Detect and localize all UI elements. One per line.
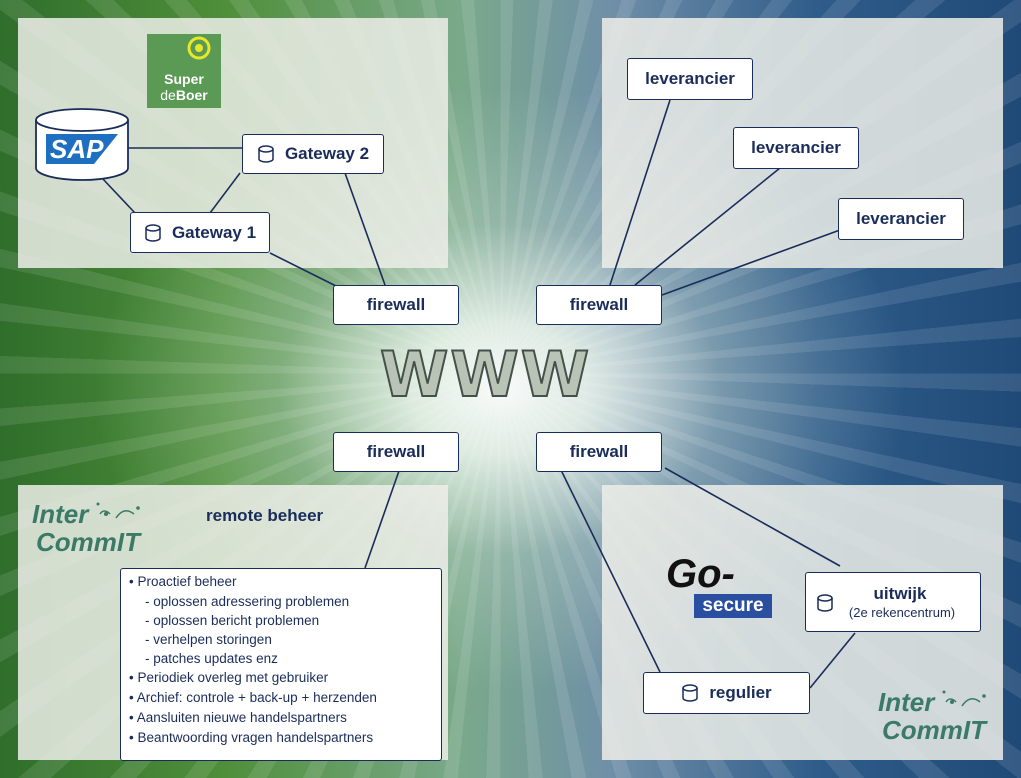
uitwijk-label: uitwijk [873,584,927,603]
intercommit-line1: Inter [878,687,935,717]
regulier-node[interactable]: regulier [643,672,810,714]
gateway1-node[interactable]: Gateway 1 [130,212,270,253]
gosecure-logo: Go- secure [666,554,774,620]
list-item: • Beantwoording vragen handelspartners [129,730,374,745]
leverancier-node-1[interactable]: leverancier [627,58,753,100]
database-icon [817,594,833,612]
leverancier-node-2[interactable]: leverancier [733,127,859,169]
line-firewall-leverancier3 [661,229,841,296]
list-item: - oplossen adressering problemen [145,594,350,609]
sap-logo-text: SAP [50,134,104,164]
firewall-top-left[interactable]: firewall [333,285,459,325]
superdeboer-line1: Super [164,71,204,87]
line-gateway2-gateway1 [209,172,241,214]
list-item: • Periodiek overleg met gebruiker [129,670,329,685]
gateway2-label: Gateway 2 [284,144,370,163]
regulier-label: regulier [709,683,772,702]
firewall-bottom-right[interactable]: firewall [536,432,662,472]
gateway2-node[interactable]: Gateway 2 [242,134,384,174]
signal-icon [942,690,986,707]
line-gateway2-firewall [344,172,386,286]
database-icon [258,145,274,163]
database-icon [145,223,161,242]
line-firewall-remote [364,467,401,569]
list-item: • Archief: controle + back-up + herzende… [129,690,377,705]
intercommit-line2: CommIT [36,527,140,557]
www-label: WWW [379,337,592,412]
remote-beheer-title: remote beheer [206,506,324,525]
intercommit-line2: CommIT [882,715,986,745]
firewall-label: firewall [569,442,629,461]
line-firewall-uitwijk [664,467,841,567]
line-firewall-regulier [559,467,661,673]
list-item: • Aansluiten nieuwe handelspartners [129,710,347,725]
leverancier-node-3[interactable]: leverancier [838,198,964,240]
line-gateway1-firewall [269,252,341,289]
gosecure-top: Go- [666,552,735,596]
intercommit-line1: Inter [32,499,89,529]
list-item: - patches updates enz [145,651,278,666]
superdeboer-boer: Boer [175,87,208,103]
gateway1-label: Gateway 1 [171,222,257,242]
line-firewall-leverancier2 [634,167,781,286]
list-item: • Proactief beheer [129,574,237,589]
signal-icon [96,502,140,519]
firewall-label: firewall [366,442,426,461]
leverancier-label: leverancier [645,69,735,88]
firewall-top-right[interactable]: firewall [536,285,662,325]
gosecure-bottom: secure [694,594,772,618]
database-icon [682,684,699,702]
uitwijk-sublabel: (2e rekencentrum) [848,605,956,620]
superdeboer-de: de [160,87,176,103]
firewall-bottom-left[interactable]: firewall [333,432,459,472]
superdeboer-logo: Super deBoer [147,34,221,108]
line-uitwijk-regulier [809,632,856,689]
list-item: - oplossen bericht problemen [145,613,320,628]
firewall-label: firewall [569,295,629,314]
firewall-label: firewall [366,295,426,314]
leverancier-label: leverancier [751,138,841,157]
line-firewall-leverancier1 [609,99,671,286]
sap-database-icon: SAP [35,108,129,181]
line-sap-gateway1 [101,177,136,214]
leverancier-label: leverancier [856,209,946,228]
list-item: - verhelpen storingen [145,632,272,647]
intercommit-logo-right: Inter CommIT [878,688,998,748]
uitwijk-node[interactable]: uitwijk (2e rekencentrum) [805,572,981,632]
remote-beheer-list: • Proactief beheer - oplossen adresserin… [120,568,442,761]
intercommit-logo-left: Inter CommIT [32,500,152,560]
